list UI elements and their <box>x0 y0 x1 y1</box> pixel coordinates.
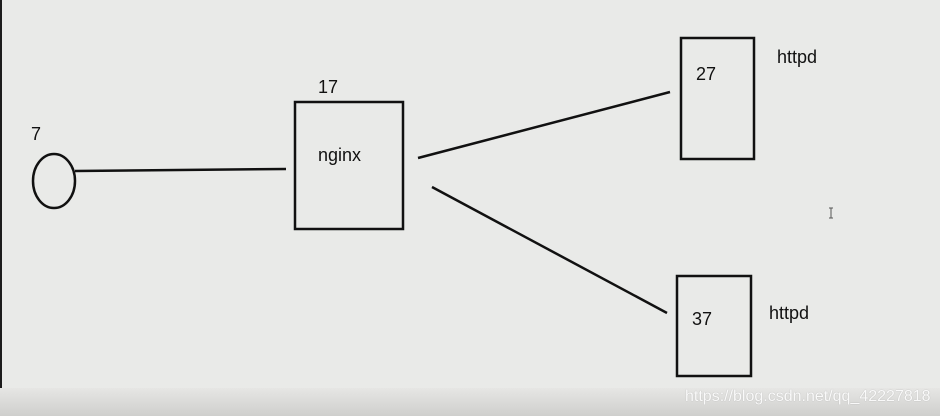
nginx-to-backend-37-line <box>431 185 668 315</box>
nginx-node <box>293 100 405 231</box>
client-label: 7 <box>31 124 42 144</box>
nginx-to-backend-27-line <box>417 90 671 160</box>
backend-37-id-label: 37 <box>692 309 713 329</box>
backend-37-name-label: httpd <box>769 303 810 323</box>
text-cursor-icon <box>829 207 833 219</box>
proxy-id-label: 17 <box>318 77 339 97</box>
watermark-text: https://blog.csdn.net/qq_42227818 <box>685 388 931 405</box>
bottom-band <box>0 388 940 416</box>
client-node <box>31 152 77 210</box>
client-to-nginx-line <box>74 167 287 173</box>
backend-27-name-label: httpd <box>777 47 818 67</box>
backend-27-id-label: 27 <box>696 64 717 84</box>
backend-27-node <box>679 36 756 161</box>
proxy-name-label: nginx <box>318 145 362 165</box>
left-window-edge <box>0 0 2 416</box>
backend-37-node <box>675 274 753 378</box>
